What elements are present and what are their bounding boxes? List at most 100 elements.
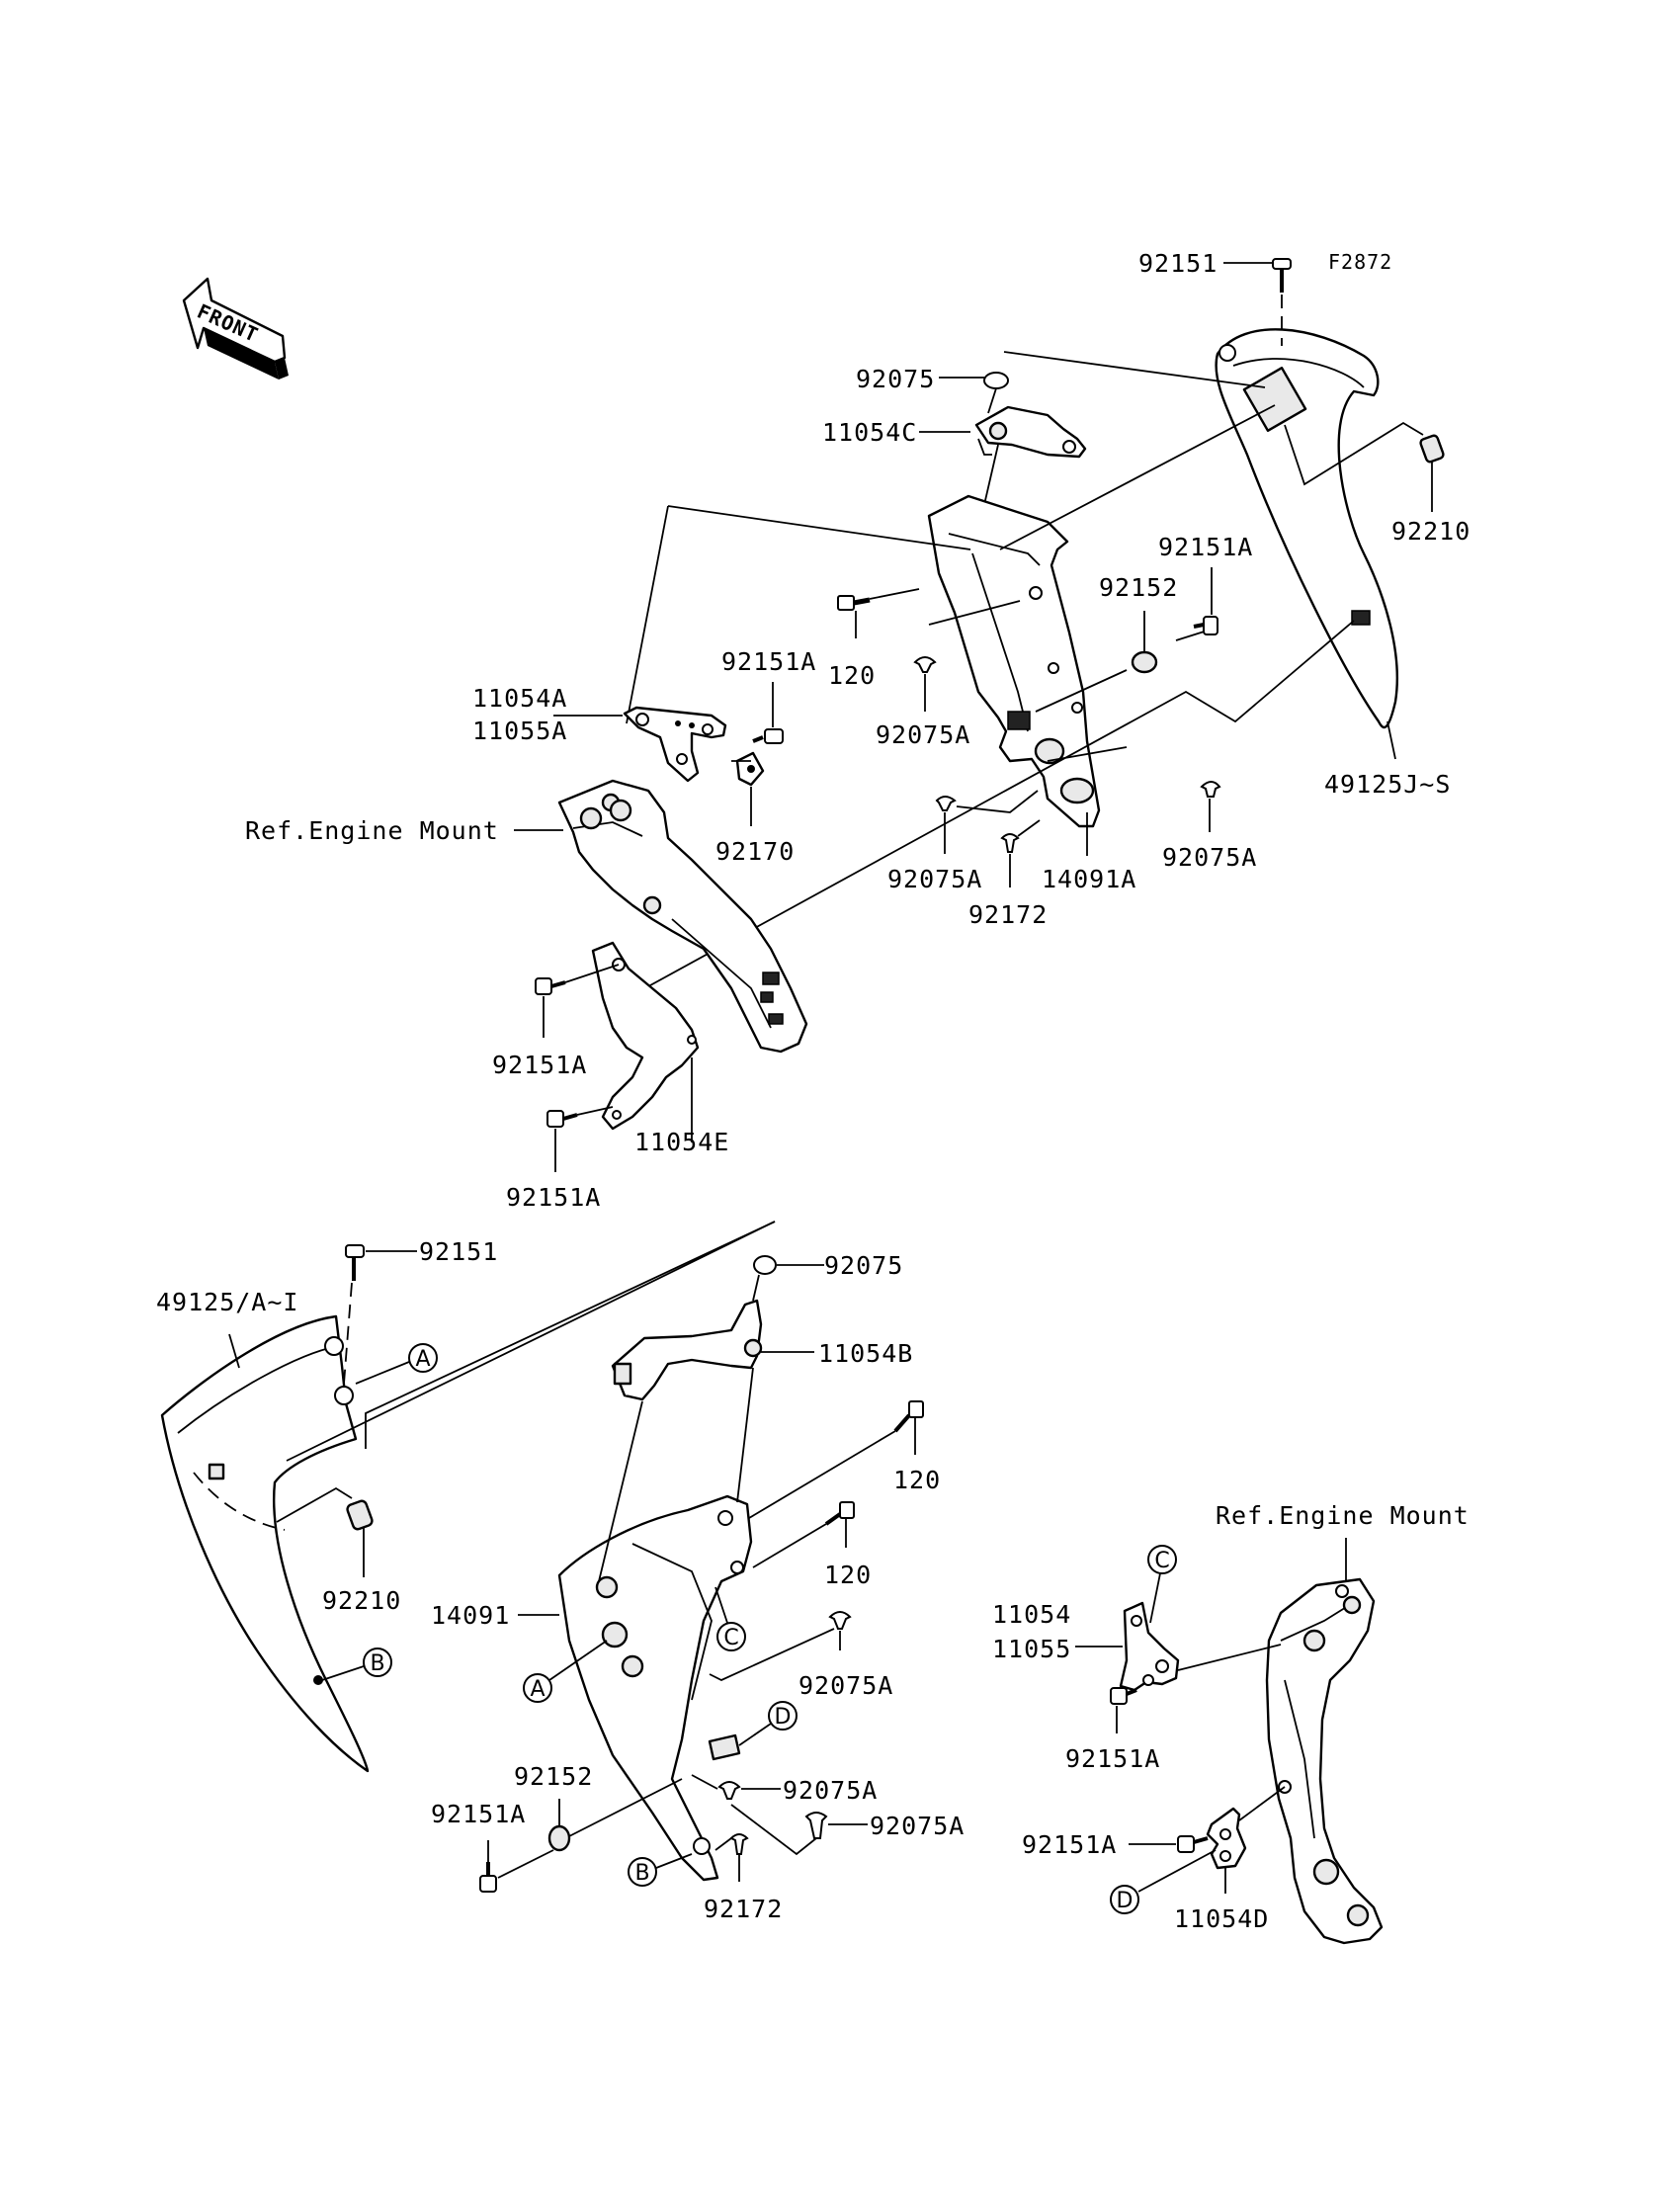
collar-92152-top-icon xyxy=(1131,650,1158,674)
label-92075a-upper-br: 92075A xyxy=(1162,843,1257,872)
callout-c-mount xyxy=(1147,1545,1177,1574)
callout-a-cowl xyxy=(408,1343,438,1373)
callout-d-mount-text: D xyxy=(1117,1889,1134,1913)
label-92151a-bottom-left: 92151A xyxy=(431,1800,526,1828)
front-arrow-icon xyxy=(182,277,289,380)
label-92075a-upper-bl: 92075A xyxy=(887,865,982,893)
bracket-11054b xyxy=(611,1299,763,1401)
label-92075-bottom: 92075 xyxy=(824,1251,903,1280)
label-92151a-mid: 92151A xyxy=(721,647,816,676)
label-92075a-upper-left: 92075A xyxy=(876,720,970,749)
callout-a-inner-text: A xyxy=(530,1677,545,1702)
label-11054e: 11054E xyxy=(634,1128,729,1156)
callout-c-inner xyxy=(716,1622,746,1651)
callout-c-inner-text: C xyxy=(723,1626,738,1650)
label-49125ai: 49125/A~I xyxy=(156,1288,298,1316)
grommet-92170-icon xyxy=(735,751,765,787)
callout-a-inner xyxy=(523,1673,552,1703)
ref-engine-mount-upper: Ref.Engine Mount xyxy=(245,816,499,845)
label-120-top: 120 xyxy=(828,661,876,690)
rivet-92075a-br-icon xyxy=(1200,781,1221,798)
bolt-92151a-lower1-icon xyxy=(535,977,566,995)
rivet-92075a-left-icon xyxy=(913,656,937,673)
rivet-92075a-b3-icon xyxy=(804,1812,828,1839)
callout-c-mount-text: C xyxy=(1154,1549,1169,1573)
label-11054b: 11054B xyxy=(818,1339,913,1368)
ref-engine-mount-lower: Ref.Engine Mount xyxy=(1216,1501,1470,1530)
cowl-49125js xyxy=(1215,328,1399,729)
engine-mount-upper xyxy=(557,779,808,1054)
nut-92210-top-icon xyxy=(1419,434,1445,464)
label-92075a-bottom1: 92075A xyxy=(798,1671,893,1700)
label-120-bottom2: 120 xyxy=(824,1561,872,1589)
bracket-11054e xyxy=(591,941,700,1131)
washer-92075-bottom-icon xyxy=(753,1255,777,1275)
label-92075a-bottom2: 92075A xyxy=(783,1776,878,1805)
rivet-92075a-b2-icon xyxy=(717,1781,741,1800)
nut-92210-bottom-icon xyxy=(346,1499,374,1531)
callout-a-cowl-text: A xyxy=(415,1347,430,1372)
bolt-92151a-right-icon xyxy=(1193,616,1218,635)
bracket-11054c xyxy=(974,405,1087,459)
label-49125js: 49125J~S xyxy=(1324,770,1451,799)
callout-d-inner-text: D xyxy=(775,1705,792,1730)
label-92151a-lower1: 92151A xyxy=(492,1051,587,1079)
label-11054c: 11054C xyxy=(822,418,917,447)
label-92151-top: 92151 xyxy=(1138,249,1218,278)
callout-b-cowl xyxy=(363,1648,392,1677)
cowl-49125ai xyxy=(160,1314,370,1773)
label-120-bottom1: 120 xyxy=(893,1466,941,1494)
bracket-11054d xyxy=(1206,1807,1247,1870)
rivet-92075a-bl-icon xyxy=(935,796,957,811)
label-92172-top: 92172 xyxy=(968,900,1048,929)
label-92075-top: 92075 xyxy=(856,365,935,393)
bolt-92151-top-icon xyxy=(1272,258,1292,293)
callout-d-mount xyxy=(1110,1885,1139,1914)
label-14091: 14091 xyxy=(431,1601,510,1630)
washer-92075-top-icon xyxy=(983,372,1009,389)
pin-92172-top-icon xyxy=(1000,833,1020,853)
label-92210-top: 92210 xyxy=(1391,517,1470,546)
label-92152-top: 92152 xyxy=(1099,573,1178,602)
collar-92152-bottom-icon xyxy=(547,1824,571,1852)
pin-92172-bottom-icon xyxy=(729,1833,749,1855)
bolt-92151a-bl-icon xyxy=(479,1862,497,1893)
callout-b-cowl-text: B xyxy=(370,1651,384,1676)
label-92172-bottom: 92172 xyxy=(704,1895,783,1923)
label-92151a-bottom-right: 92151A xyxy=(1065,1744,1160,1773)
rivet-92075a-b1-icon xyxy=(828,1611,852,1630)
bracket-11054a xyxy=(623,706,727,783)
label-11054d: 11054D xyxy=(1174,1904,1269,1933)
figure-code: F2872 xyxy=(1328,250,1392,274)
bracket-14091a xyxy=(927,494,1101,828)
bolt-120-upper-icon xyxy=(837,595,871,611)
label-92210-bottom: 92210 xyxy=(322,1586,401,1615)
callout-b-inner xyxy=(628,1857,657,1887)
label-92170: 92170 xyxy=(715,837,795,866)
label-14091a: 14091A xyxy=(1042,865,1136,893)
label-11055: 11055 xyxy=(992,1635,1071,1663)
label-11054: 11054 xyxy=(992,1600,1071,1629)
bracket-11054 xyxy=(1119,1601,1180,1692)
bolt-92151-bottom-icon xyxy=(345,1244,365,1281)
label-92151a-right: 92151A xyxy=(1158,533,1253,561)
label-11054a: 11054A xyxy=(472,684,567,713)
bolt-92151a-br-icon xyxy=(1110,1687,1137,1705)
callout-d-inner xyxy=(768,1701,798,1731)
bolt-120-bottom1-icon xyxy=(893,1400,924,1433)
bolt-120-bottom2-icon xyxy=(824,1501,855,1526)
label-92151a-d: 92151A xyxy=(1022,1830,1117,1859)
bolt-92151a-lower2-icon xyxy=(546,1110,578,1128)
label-92151a-lower2: 92151A xyxy=(506,1183,601,1212)
label-92075a-bottom3: 92075A xyxy=(870,1812,965,1840)
label-92151-bottom: 92151 xyxy=(419,1237,498,1266)
bolt-92151a-d-icon xyxy=(1177,1835,1209,1853)
label-11055a: 11055A xyxy=(472,717,567,745)
callout-b-inner-text: B xyxy=(634,1861,649,1886)
inner-cover-14091 xyxy=(557,1494,753,1882)
engine-mount-lower xyxy=(1265,1577,1384,1945)
label-92152-bottom: 92152 xyxy=(514,1762,593,1791)
bolt-92151a-mid-icon xyxy=(752,728,784,744)
